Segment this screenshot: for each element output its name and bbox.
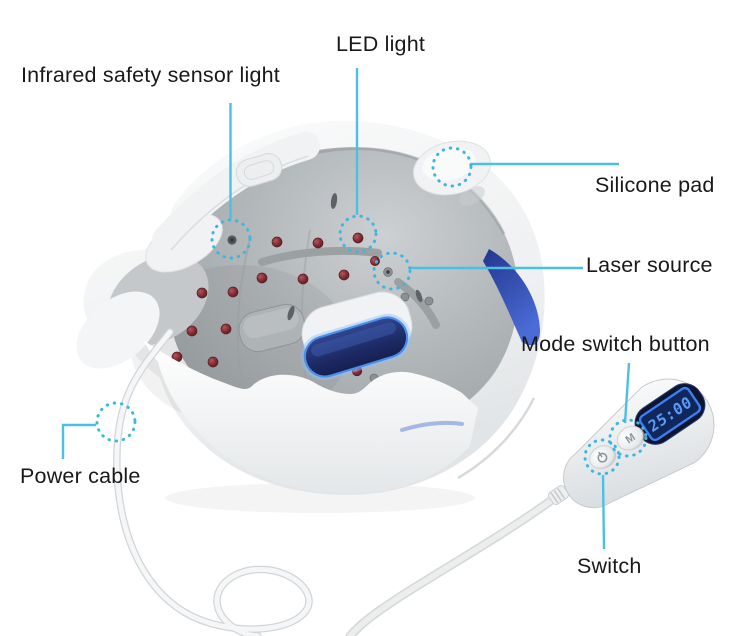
- callout-line-mode: [623, 362, 631, 424]
- callout-circle-power-cable: [95, 401, 137, 443]
- blue-cushion: [300, 291, 413, 381]
- remote-cable-line: [345, 492, 561, 636]
- shell-crease: [457, 397, 536, 480]
- callout-circle-switch: [583, 438, 621, 476]
- callout-circle-led: [338, 214, 378, 254]
- head-strap-edge: [170, 155, 309, 251]
- silicone-pad: [413, 140, 491, 206]
- interior-seam: [236, 237, 251, 399]
- annotation-label-silicone-pad: Silicone pad: [595, 173, 715, 197]
- power-cable-line: [113, 328, 313, 636]
- callout-circle-mode: [608, 418, 648, 458]
- callout-circle-laser: [372, 251, 412, 291]
- annotation-label-laser-source: Laser source: [586, 253, 713, 277]
- ear-flap: [76, 291, 160, 369]
- blue-trim: [400, 420, 464, 432]
- mode-switch-button: M: [616, 425, 645, 451]
- helmet-bowl: [76, 120, 545, 495]
- annotation-label-infrared-safety-sensor-light: Infrared safety sensor light: [21, 63, 280, 87]
- callout-circle-silicone: [431, 146, 473, 188]
- callout-lines: [61, 68, 631, 550]
- interior-ridge: [258, 246, 382, 266]
- blue-accent: [483, 249, 540, 346]
- callout-line-power-cable: [61, 423, 96, 459]
- callout-circles: [95, 146, 648, 476]
- helmet-interior: [169, 147, 518, 442]
- remote-control: 25:00 M: [548, 378, 715, 509]
- power-switch-button: [589, 445, 617, 469]
- annotation-label-power-cable: Power cable: [20, 464, 141, 488]
- callout-line-switch: [601, 474, 606, 550]
- ground-shadow: [165, 483, 475, 513]
- power-icon: [597, 451, 608, 463]
- annotation-label-mode-switch-button: Mode switch button: [521, 332, 710, 356]
- callout-circle-infrared: [210, 218, 252, 260]
- front-band: [143, 340, 478, 494]
- strap-tab: [235, 153, 283, 187]
- head-strap: [152, 132, 320, 254]
- annotation-label-switch: Switch: [577, 554, 642, 578]
- annotation-label-led-light: LED light: [336, 32, 426, 56]
